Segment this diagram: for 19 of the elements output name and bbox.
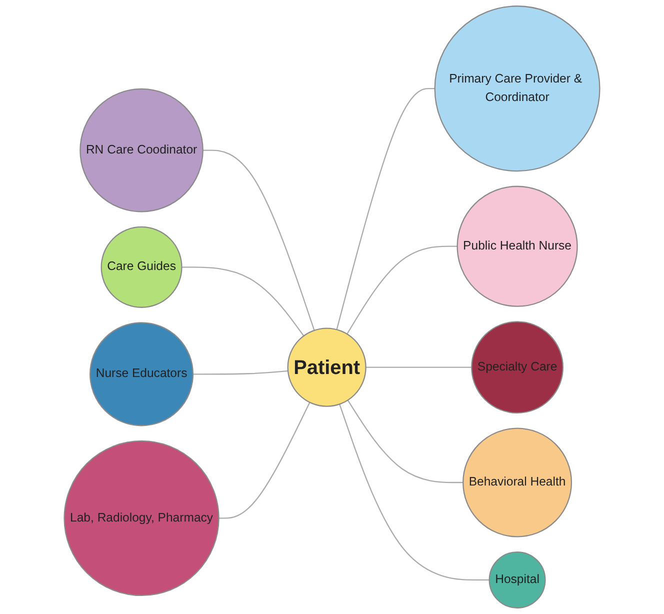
connector: [339, 404, 490, 581]
node-circle: Behavioral Health: [462, 428, 572, 538]
node-circle: Specialty Care: [471, 321, 564, 414]
node-circle: Nurse Educators: [90, 322, 194, 426]
node-circle: Hospital: [488, 551, 546, 608]
connector: [218, 402, 310, 519]
node-circle: Lab, Radiology, Pharmacy: [64, 440, 220, 596]
connector: [336, 88, 435, 330]
connector: [347, 400, 464, 484]
connector: [192, 370, 288, 375]
connector: [346, 246, 458, 334]
node-circle: Patient: [287, 328, 366, 407]
node-circle: Care Guides: [100, 226, 182, 308]
connector: [202, 150, 315, 331]
node-circle: Primary Care Provider & Coordinator: [434, 6, 600, 172]
node-circle: RN Care Coodinator: [80, 88, 204, 212]
node-circle: Public Health Nurse: [456, 186, 578, 307]
connector: [182, 266, 304, 336]
connector: [366, 366, 472, 368]
